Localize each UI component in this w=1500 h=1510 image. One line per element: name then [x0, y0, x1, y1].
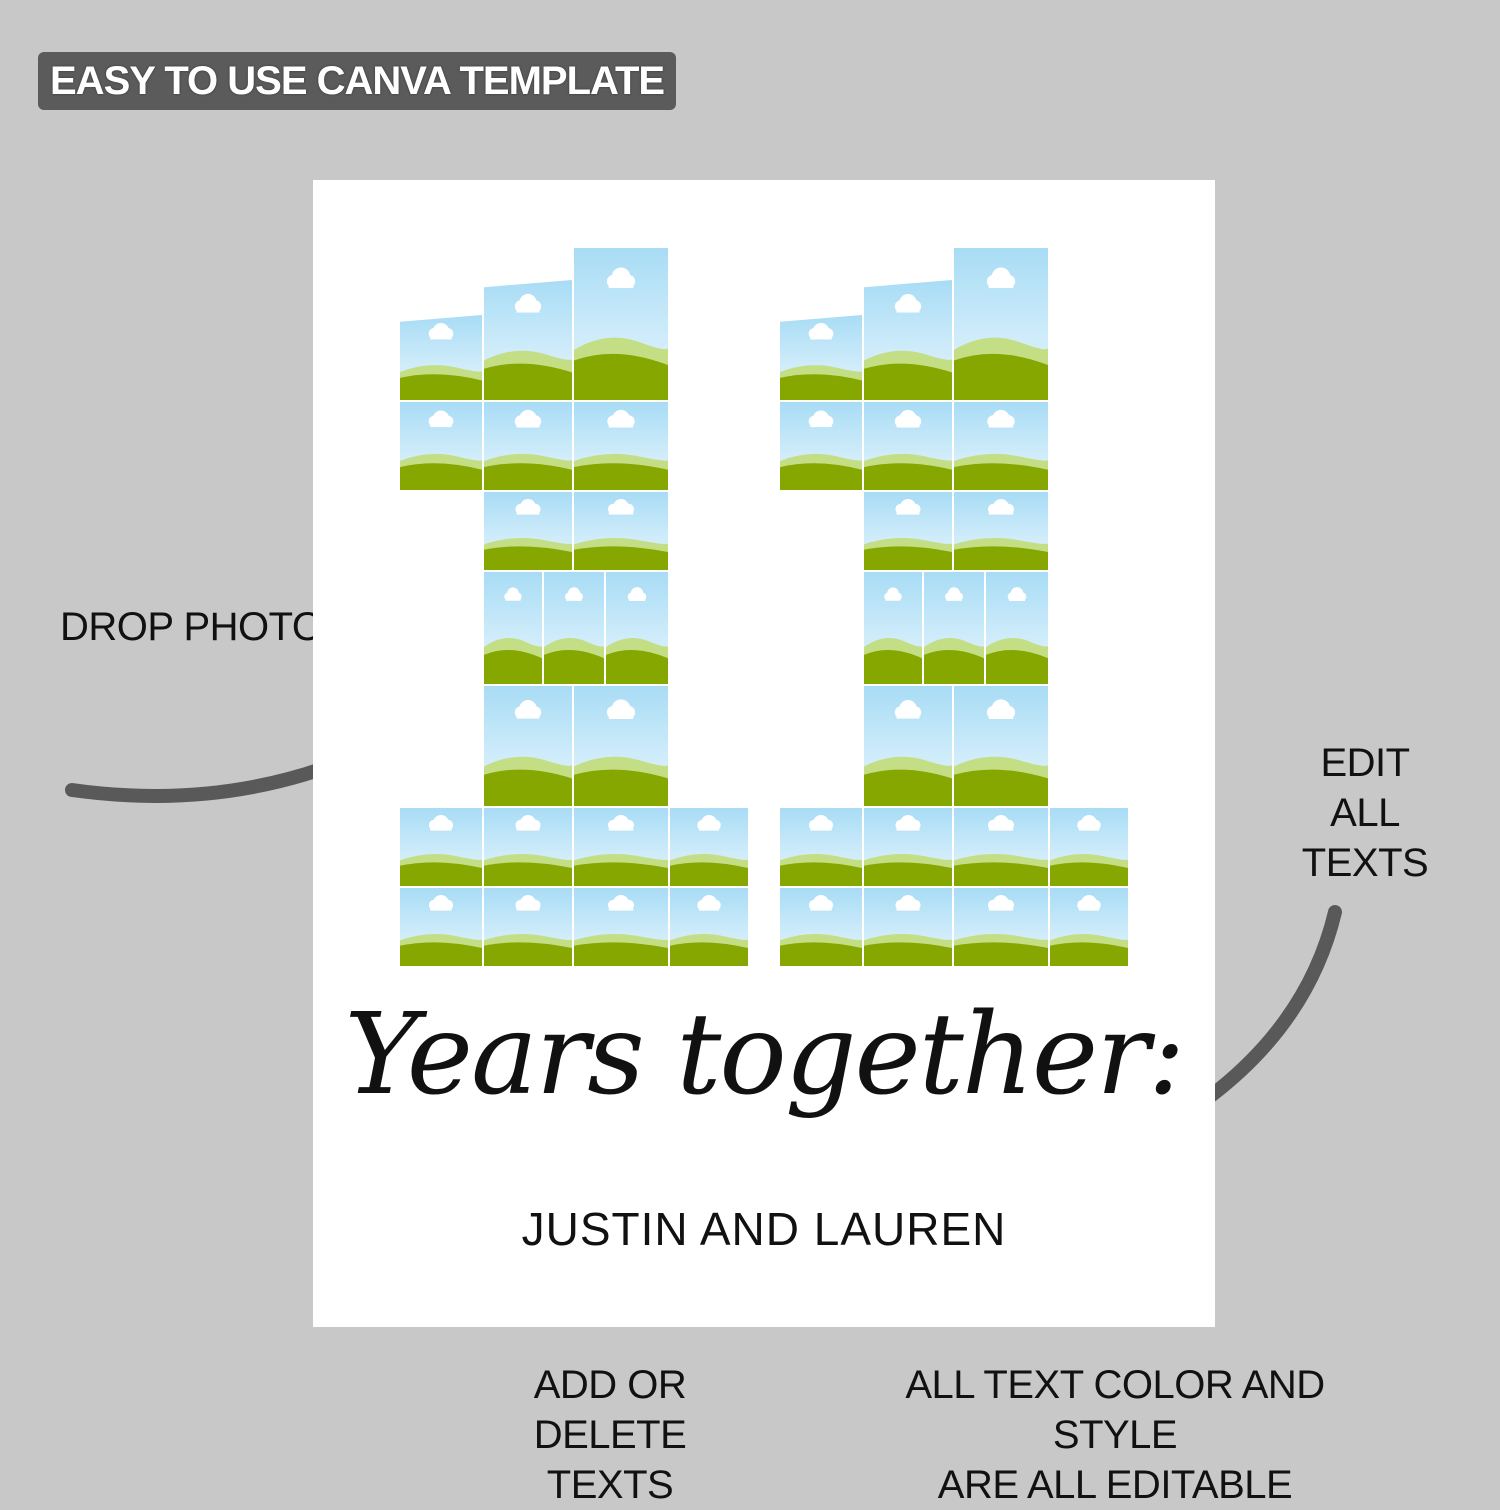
landscape-placeholder-icon — [400, 315, 482, 400]
photo-drop-tile[interactable] — [400, 315, 482, 400]
photo-drop-tile[interactable] — [780, 888, 862, 966]
script-heading[interactable]: Years together: — [344, 990, 1186, 1120]
landscape-placeholder-icon — [780, 888, 862, 966]
photo-drop-tile[interactable] — [574, 492, 668, 570]
landscape-placeholder-icon — [864, 280, 952, 400]
style-editable-label: ALL TEXT COLOR AND STYLE ARE ALL EDITABL… — [870, 1360, 1360, 1510]
photo-drop-tile[interactable] — [864, 492, 952, 570]
photo-drop-tile[interactable] — [574, 248, 668, 400]
photo-drop-tile[interactable] — [574, 686, 668, 806]
landscape-placeholder-icon — [400, 888, 482, 966]
add-delete-line1: ADD OR DELETE — [533, 1363, 687, 1457]
landscape-placeholder-icon — [864, 808, 952, 886]
landscape-placeholder-icon — [574, 808, 668, 886]
photo-drop-tile[interactable] — [606, 572, 668, 684]
photo-drop-tile[interactable] — [670, 888, 748, 966]
photo-drop-tile[interactable] — [400, 808, 482, 886]
landscape-placeholder-icon — [484, 888, 572, 966]
photo-drop-tile[interactable] — [954, 248, 1048, 400]
photo-drop-tile[interactable] — [954, 686, 1048, 806]
photo-drop-tile[interactable] — [484, 492, 572, 570]
landscape-placeholder-icon — [864, 572, 922, 684]
photo-drop-tile[interactable] — [484, 808, 572, 886]
landscape-placeholder-icon — [864, 888, 952, 966]
photo-drop-tile[interactable] — [574, 888, 668, 966]
landscape-placeholder-icon — [484, 808, 572, 886]
photo-drop-tile[interactable] — [864, 888, 952, 966]
style-editable-line1: ALL TEXT COLOR AND STYLE — [905, 1363, 1325, 1457]
landscape-placeholder-icon — [864, 402, 952, 490]
poster-canvas: Years together: JUSTIN AND LAUREN — [313, 180, 1215, 1327]
landscape-placeholder-icon — [864, 686, 952, 806]
photo-drop-tile[interactable] — [864, 808, 952, 886]
badge-text: EASY TO USE CANVA TEMPLATE — [50, 58, 665, 103]
landscape-placeholder-icon — [606, 572, 668, 684]
photo-drop-tile[interactable] — [954, 402, 1048, 490]
photo-drop-tile[interactable] — [986, 572, 1048, 684]
landscape-placeholder-icon — [954, 808, 1048, 886]
drop-photos-label: DROP PHOTOS — [60, 605, 349, 649]
landscape-placeholder-icon — [484, 492, 572, 570]
landscape-placeholder-icon — [1050, 888, 1128, 966]
add-delete-label: ADD OR DELETE TEXTS — [470, 1360, 750, 1510]
landscape-placeholder-icon — [780, 315, 862, 400]
couple-names[interactable]: JUSTIN AND LAUREN — [521, 1203, 1007, 1255]
landscape-placeholder-icon — [484, 402, 572, 490]
photo-drop-tile[interactable] — [864, 572, 922, 684]
photo-drop-tile[interactable] — [954, 492, 1048, 570]
landscape-placeholder-icon — [574, 686, 668, 806]
landscape-placeholder-icon — [670, 888, 748, 966]
photo-drop-tile[interactable] — [954, 888, 1048, 966]
landscape-placeholder-icon — [484, 572, 542, 684]
photo-drop-tile[interactable] — [400, 402, 482, 490]
photo-drop-tile[interactable] — [574, 808, 668, 886]
landscape-placeholder-icon — [864, 492, 952, 570]
photo-drop-tile[interactable] — [864, 686, 952, 806]
photo-drop-tile[interactable] — [1050, 888, 1128, 966]
landscape-placeholder-icon — [670, 808, 748, 886]
landscape-placeholder-icon — [544, 572, 604, 684]
edit-texts-label: EDIT ALL TEXTS — [1270, 738, 1460, 888]
photo-drop-tile[interactable] — [484, 280, 572, 400]
photo-drop-tile[interactable] — [924, 572, 984, 684]
landscape-placeholder-icon — [574, 492, 668, 570]
landscape-placeholder-icon — [780, 808, 862, 886]
landscape-placeholder-icon — [924, 572, 984, 684]
photo-drop-tile[interactable] — [400, 888, 482, 966]
photo-drop-tile[interactable] — [780, 402, 862, 490]
landscape-placeholder-icon — [574, 402, 668, 490]
photo-drop-tile[interactable] — [670, 808, 748, 886]
photo-drop-tile[interactable] — [484, 572, 542, 684]
landscape-placeholder-icon — [986, 572, 1048, 684]
landscape-placeholder-icon — [484, 280, 572, 400]
landscape-placeholder-icon — [484, 686, 572, 806]
add-delete-line2: TEXTS — [546, 1463, 674, 1507]
landscape-placeholder-icon — [400, 808, 482, 886]
style-editable-line2: ARE ALL EDITABLE — [937, 1463, 1293, 1507]
photo-drop-tile[interactable] — [864, 402, 952, 490]
photo-drop-tile[interactable] — [780, 315, 862, 400]
photo-drop-tile[interactable] — [484, 686, 572, 806]
photo-drop-tile[interactable] — [484, 888, 572, 966]
landscape-placeholder-icon — [954, 248, 1048, 400]
landscape-placeholder-icon — [1050, 808, 1128, 886]
photo-drop-tile[interactable] — [574, 402, 668, 490]
landscape-placeholder-icon — [780, 402, 862, 490]
template-badge: EASY TO USE CANVA TEMPLATE — [38, 52, 677, 110]
landscape-placeholder-icon — [574, 248, 668, 400]
edit-texts-line2: ALL TEXTS — [1301, 791, 1429, 885]
edit-texts-line1: EDIT — [1320, 741, 1410, 785]
landscape-placeholder-icon — [954, 686, 1048, 806]
photo-drop-tile[interactable] — [954, 808, 1048, 886]
landscape-placeholder-icon — [954, 402, 1048, 490]
landscape-placeholder-icon — [400, 402, 482, 490]
photo-drop-tile[interactable] — [780, 808, 862, 886]
landscape-placeholder-icon — [954, 492, 1048, 570]
landscape-placeholder-icon — [574, 888, 668, 966]
photo-drop-tile[interactable] — [1050, 808, 1128, 886]
photo-drop-tile[interactable] — [484, 402, 572, 490]
photo-drop-tile[interactable] — [864, 280, 952, 400]
landscape-placeholder-icon — [954, 888, 1048, 966]
photo-drop-tile[interactable] — [544, 572, 604, 684]
